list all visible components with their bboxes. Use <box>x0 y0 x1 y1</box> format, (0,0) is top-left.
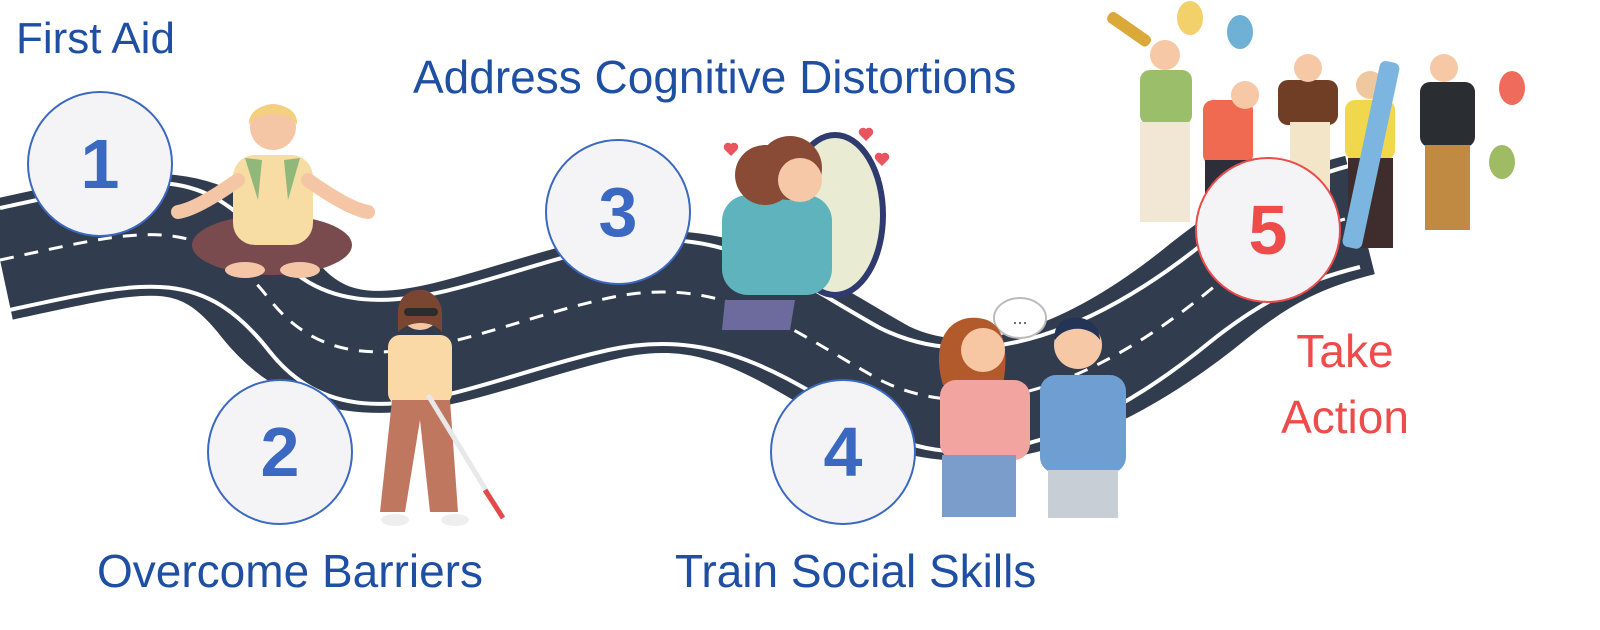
step-2-number: 2 <box>261 413 300 491</box>
self-hug-mirror-illustration <box>722 127 890 330</box>
conversation-illustration: ... <box>938 297 1126 518</box>
step-4-label: Train Social Skills <box>675 545 1037 597</box>
speech-bubble-text: ... <box>1012 308 1027 328</box>
meditating-person-illustration <box>171 104 375 278</box>
step-5-number: 5 <box>1249 191 1288 269</box>
step-2-marker: 2 <box>207 379 353 525</box>
step-3-number: 3 <box>599 173 638 251</box>
step-1-number: 1 <box>81 125 120 203</box>
person-with-cane-illustration <box>380 289 506 526</box>
celebration-crowd-illustration <box>1107 1 1525 249</box>
step-1-label: First Aid <box>16 14 175 63</box>
step-4-number: 4 <box>824 413 863 491</box>
step-5-label: Take Action <box>1281 325 1409 443</box>
step-4-marker: 4 <box>770 379 916 525</box>
step-2-label: Overcome Barriers <box>97 545 483 597</box>
step-5-marker: 5 <box>1195 157 1341 303</box>
step-3-marker: 3 <box>545 139 691 285</box>
step-3-label: Address Cognitive Distortions <box>413 51 1017 103</box>
step-1-marker: 1 <box>27 91 173 237</box>
